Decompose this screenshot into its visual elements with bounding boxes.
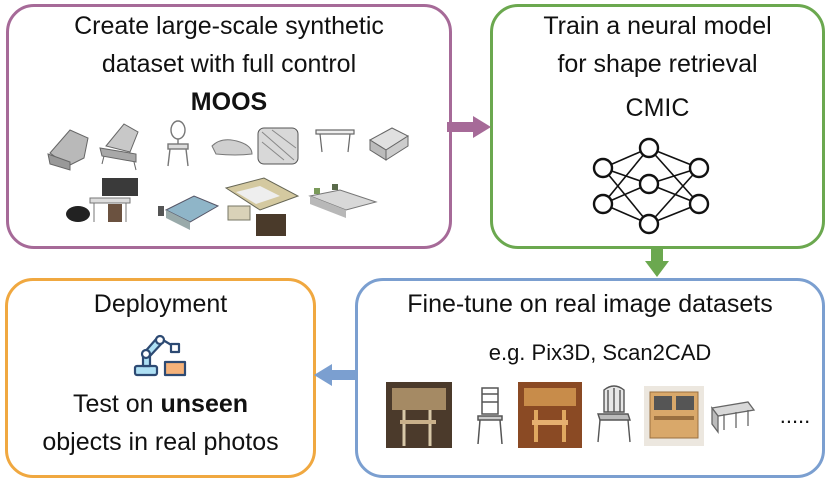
create-title-line1: Create large-scale synthetic [74, 12, 384, 40]
robot-arm-icon [133, 334, 187, 377]
synthetic-furniture-gallery [47, 120, 410, 236]
bench-scene-render [308, 184, 378, 218]
create-title-line2: dataset with full control [101, 50, 357, 78]
deployment-title: Deployment [93, 290, 228, 318]
lounge-chair-render [99, 123, 139, 171]
arrow-finetune-to-deploy [314, 364, 358, 386]
cmic-label: CMIC [625, 94, 690, 122]
living-room-scene-render [224, 177, 300, 236]
test-prefix: Test on [72, 390, 161, 418]
model-chair-1 [477, 387, 503, 445]
photo-wooden-chair [518, 382, 582, 448]
deployment-box [5, 278, 316, 478]
bed-render [369, 127, 410, 161]
model-shelf [710, 401, 756, 434]
unseen-emphasis: unseen [160, 390, 249, 418]
ornate-chair-render [257, 127, 299, 165]
train-model-box [490, 4, 825, 249]
armchair-render [47, 129, 89, 171]
train-title-line1: Train a neural model [543, 12, 772, 40]
neural-network-icon [592, 137, 710, 235]
photo-cabinet [644, 386, 704, 446]
model-chair-2 [597, 385, 631, 443]
more-ellipsis: ..... [779, 403, 811, 428]
arrow-create-to-train [447, 116, 491, 138]
test-unseen-line: Test on unseen [5, 388, 316, 420]
arrow-train-to-finetune [645, 249, 669, 277]
train-title-line2: for shape retrieval [557, 50, 758, 78]
bedroom-scene-render [158, 195, 220, 230]
objects-real-photos-line: objects in real photos [42, 428, 279, 456]
finetune-title: Fine-tune on real image datasets [407, 290, 773, 318]
moos-label: MOOS [190, 88, 268, 116]
finetune-examples: e.g. Pix3D, Scan2CAD [488, 340, 712, 365]
side-chair-render [167, 120, 189, 167]
dining-scene-render [66, 178, 138, 222]
photo-dining-chair [386, 382, 452, 448]
real-image-gallery [386, 382, 756, 448]
table-render [315, 129, 355, 153]
sofa-render [211, 139, 253, 156]
